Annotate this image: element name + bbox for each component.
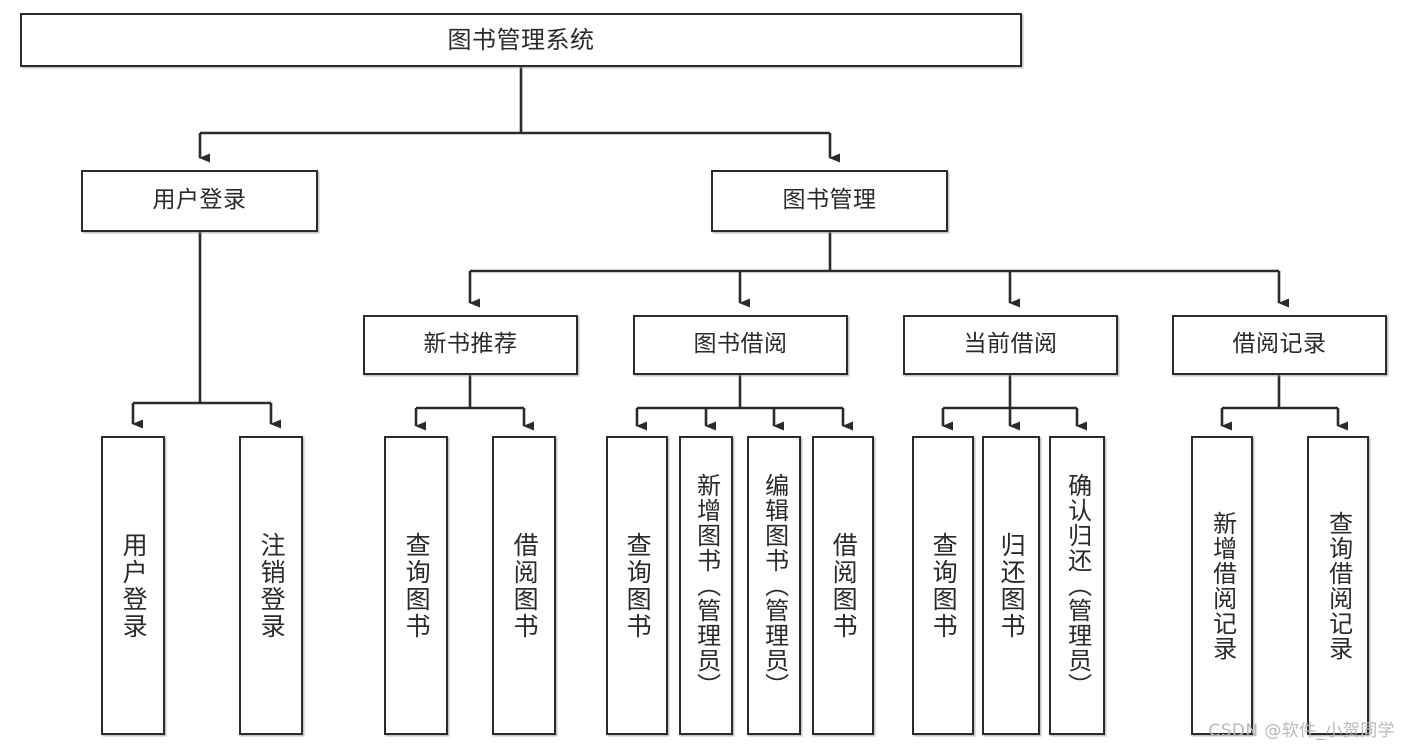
node-leaf-query-book-current[interactable]: 查询图书 [912, 436, 974, 735]
node-leaf-query-book-borrow[interactable]: 查询图书 [606, 436, 668, 735]
node-label: 确认归还（管理员） [1063, 473, 1092, 698]
node-book-management[interactable]: 图书管理 [711, 170, 948, 232]
node-label: 图书借阅 [693, 331, 788, 358]
node-label: 新增借阅记录 [1208, 510, 1237, 661]
node-leaf-return-book[interactable]: 归还图书 [982, 436, 1040, 735]
watermark-csdn: CSDN @软件_小贺同学 [1208, 721, 1395, 741]
node-label: 查询图书 [623, 531, 653, 640]
node-leaf-logout-login[interactable]: 注销登录 [239, 436, 303, 735]
node-label: 借阅图书 [510, 531, 540, 640]
node-leaf-add-borrow-record[interactable]: 新增借阅记录 [1191, 436, 1253, 735]
node-leaf-user-login[interactable]: 用户登录 [101, 436, 165, 735]
node-book-borrow[interactable]: 图书借阅 [633, 315, 848, 375]
node-leaf-query-book-new-rec[interactable]: 查询图书 [384, 436, 448, 735]
node-new-book-recommendation[interactable]: 新书推荐 [363, 315, 578, 375]
node-label: 借阅图书 [829, 531, 859, 640]
node-borrow-record[interactable]: 借阅记录 [1172, 315, 1387, 375]
node-leaf-add-book-admin[interactable]: 新增图书（管理员） [679, 436, 733, 735]
node-label: 用户登录 [119, 531, 149, 640]
node-label: 查询图书 [402, 531, 432, 640]
node-label: 当前借阅 [963, 331, 1058, 358]
node-leaf-borrow-book-borrow[interactable]: 借阅图书 [812, 436, 874, 735]
node-leaf-confirm-return-admin[interactable]: 确认归还（管理员） [1049, 436, 1105, 735]
node-root-book-management-system[interactable]: 图书管理系统 [20, 13, 1022, 67]
node-leaf-edit-book-admin[interactable]: 编辑图书（管理员） [747, 436, 801, 735]
node-leaf-borrow-book-new-rec[interactable]: 借阅图书 [492, 436, 556, 735]
node-label: 注销登录 [257, 531, 287, 640]
node-label: 新书推荐 [423, 331, 518, 358]
node-label: 图书管理系统 [447, 25, 595, 54]
node-user-login[interactable]: 用户登录 [81, 170, 318, 232]
node-label: 借阅记录 [1232, 331, 1327, 358]
node-label: 查询图书 [929, 531, 959, 640]
node-label: 编辑图书（管理员） [760, 473, 789, 698]
node-leaf-query-borrow-record[interactable]: 查询借阅记录 [1307, 436, 1369, 735]
node-label: 新增图书（管理员） [692, 473, 721, 698]
node-label: 查询借阅记录 [1324, 510, 1353, 661]
node-label: 归还图书 [997, 531, 1027, 640]
node-label: 图书管理 [782, 187, 877, 214]
node-current-borrow[interactable]: 当前借阅 [903, 315, 1118, 375]
node-label: 用户登录 [152, 187, 247, 214]
